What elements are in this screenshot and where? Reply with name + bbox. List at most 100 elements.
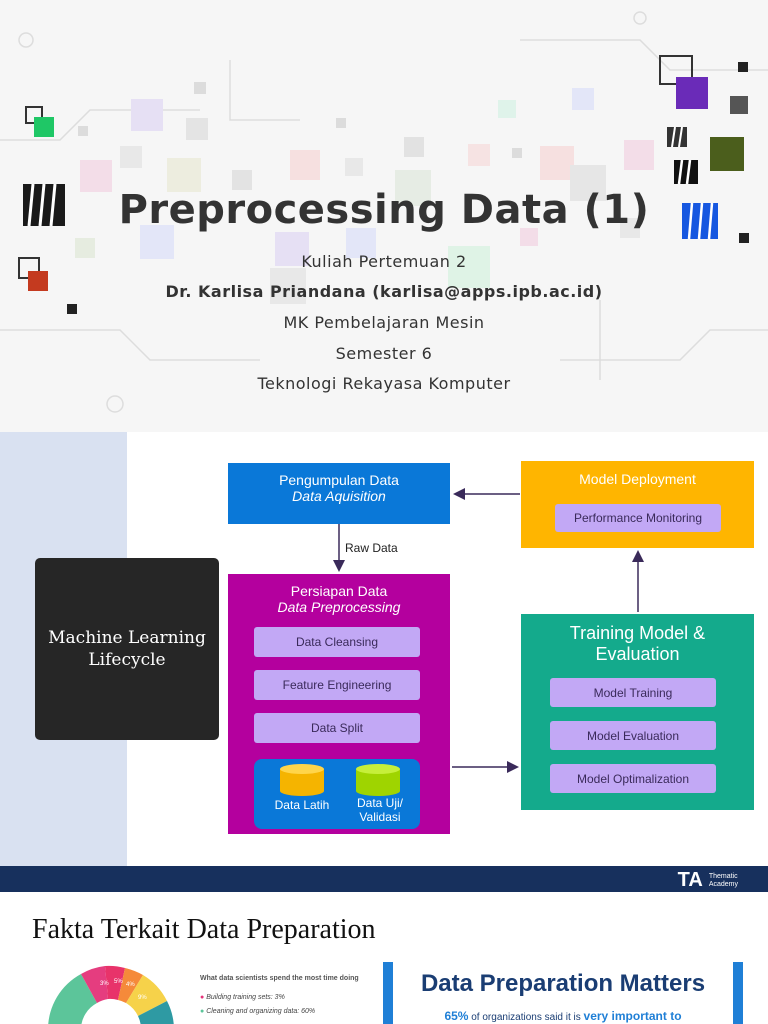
decor-square <box>270 268 306 304</box>
logo-text: TA <box>677 869 703 891</box>
decor-square-black-small <box>739 233 749 243</box>
semester-line: Semester 6 <box>335 344 433 363</box>
decor-square <box>232 170 252 190</box>
step-label: Feature Engineering <box>282 678 392 692</box>
logo-sub-2: Academy <box>708 880 738 888</box>
step-data-cleansing: Data Cleansing <box>254 627 420 657</box>
decor-square <box>498 100 516 118</box>
step-label: Data Cleansing <box>295 635 379 649</box>
donut-label: 3% <box>100 981 109 987</box>
acquisition-box: Pengumpulan Data Data Aquisition <box>228 463 450 524</box>
donut-label: 9% <box>138 995 147 1001</box>
training-box: Training Model & Evaluation Model Traini… <box>521 614 754 810</box>
decor-square <box>75 238 95 258</box>
step-feature-engineering: Feature Engineering <box>254 670 420 700</box>
preprocessing-title: Persiapan Data <box>290 583 388 599</box>
dataset-split-panel: Data Latih Data Uji/ Validasi <box>254 759 420 829</box>
deployment-box: Model Deployment Performance Monitoring <box>521 461 754 548</box>
step-model-training: Model Training <box>550 678 716 707</box>
preprocessing-box: Persiapan Data Data Preprocessing Data C… <box>228 574 450 834</box>
step-label: Model Training <box>593 685 673 700</box>
lifecycle-label: Machine Learning Lifecycle <box>48 627 206 670</box>
striped-square-icon <box>682 203 718 239</box>
step-label: Model Optimalization <box>576 771 690 786</box>
donut-label: 5% <box>114 979 123 985</box>
decor-square-red <box>28 271 48 291</box>
decor-square <box>186 118 208 140</box>
decor-square <box>520 228 538 246</box>
data-preparation-banner: Data Preparation Matters 65% of organiza… <box>393 962 733 1024</box>
preprocessing-subtitle: Data Preprocessing <box>277 599 401 615</box>
decor-square <box>275 232 309 266</box>
decor-square <box>131 99 163 131</box>
striped-square-icon <box>23 184 65 226</box>
decor-square <box>540 146 574 180</box>
decor-square <box>167 158 201 192</box>
step-model-evaluation: Model Evaluation <box>550 721 716 750</box>
decor-square <box>80 160 112 192</box>
banner-text: of organizations said it is <box>468 1012 584 1023</box>
step-data-split: Data Split <box>254 713 420 743</box>
striped-square-icon <box>674 160 698 184</box>
banner-emph: very important to <box>583 1009 682 1023</box>
decor-square <box>620 218 640 238</box>
decor-square-black-small <box>67 304 77 314</box>
decor-square <box>395 170 431 206</box>
course-line: MK Pembelajaran Mesin <box>283 313 485 332</box>
decor-square-black-small <box>738 62 748 72</box>
logo-sub-1: Thematic <box>708 872 738 880</box>
decor-square <box>572 88 594 110</box>
decor-square <box>290 150 320 180</box>
ta-logo: TA Thematic Academy <box>678 869 738 892</box>
decor-square <box>78 126 88 136</box>
decor-square-purple <box>676 77 708 109</box>
decor-square <box>345 158 363 176</box>
decor-square-green <box>34 117 54 137</box>
raw-data-label: Raw Data <box>345 541 398 555</box>
subtitle-line: Kuliah Pertemuan 2 <box>301 252 467 271</box>
lifecycle-slide: Machine Learning Lifecycle Pengumpulan D… <box>0 432 768 866</box>
decor-square <box>404 137 424 157</box>
training-title-1: Training Model & <box>569 623 706 643</box>
decor-square-olive <box>710 137 744 171</box>
legend-item: ● Cleaning and organizing data: 60% <box>200 1008 316 1015</box>
database-icon <box>280 764 324 796</box>
decor-square <box>624 140 654 170</box>
deployment-title: Model Deployment <box>579 471 696 487</box>
banner-subtitle: 65% of organizations said it is very imp… <box>393 1009 733 1023</box>
step-label: Data Split <box>310 721 364 735</box>
acquisition-title: Pengumpulan Data <box>279 472 399 488</box>
legend-text: Cleaning and organizing data: 60% <box>206 1008 316 1015</box>
database-icon <box>356 764 400 796</box>
decor-square <box>448 246 490 288</box>
legend-text: Building training sets: 3% <box>206 994 285 1001</box>
decor-square <box>140 225 174 259</box>
striped-square-icon <box>667 127 687 147</box>
banner-right-border <box>733 962 743 1024</box>
decor-square <box>346 228 376 258</box>
train-data-label: Data Latih <box>274 798 330 812</box>
donut-chart-image: 3% 5% 4% 9% <box>48 965 174 1024</box>
training-title-2: Evaluation <box>595 644 680 664</box>
test-data-label-2: Validasi <box>359 810 401 824</box>
step-model-optimalization: Model Optimalization <box>550 764 716 793</box>
program-line: Teknologi Rekayasa Komputer <box>257 374 511 393</box>
banner-pct: 65% <box>444 1009 469 1023</box>
author-line: Dr. Karlisa Priandana (karlisa@apps.ipb.… <box>165 282 603 301</box>
title-slide: Preprocessing Data (1) Kuliah Pertemuan … <box>0 0 768 432</box>
decor-square <box>512 148 522 158</box>
banner-title: Data Preparation Matters <box>420 970 706 997</box>
slide-title: Fakta Terkait Data Preparation <box>32 914 376 945</box>
donut-label: 4% <box>126 982 135 988</box>
acquisition-subtitle: Data Aquisition <box>292 488 386 504</box>
step-label: Model Evaluation <box>586 728 680 743</box>
donut-question: What data scientists spend the most time… <box>200 975 359 982</box>
decor-square <box>194 82 206 94</box>
lifecycle-label-box: Machine Learning Lifecycle <box>35 558 219 740</box>
test-data-label-1: Data Uji/ <box>356 796 403 810</box>
slide-title: Preprocessing Data (1) <box>118 187 650 233</box>
banner-left-border <box>383 962 393 1024</box>
legend-item: ● Building training sets: 3% <box>200 994 285 1001</box>
header-bar: TA Thematic Academy <box>0 866 768 892</box>
facts-slide: TA Thematic Academy Fakta Terkait Data P… <box>0 866 768 1024</box>
